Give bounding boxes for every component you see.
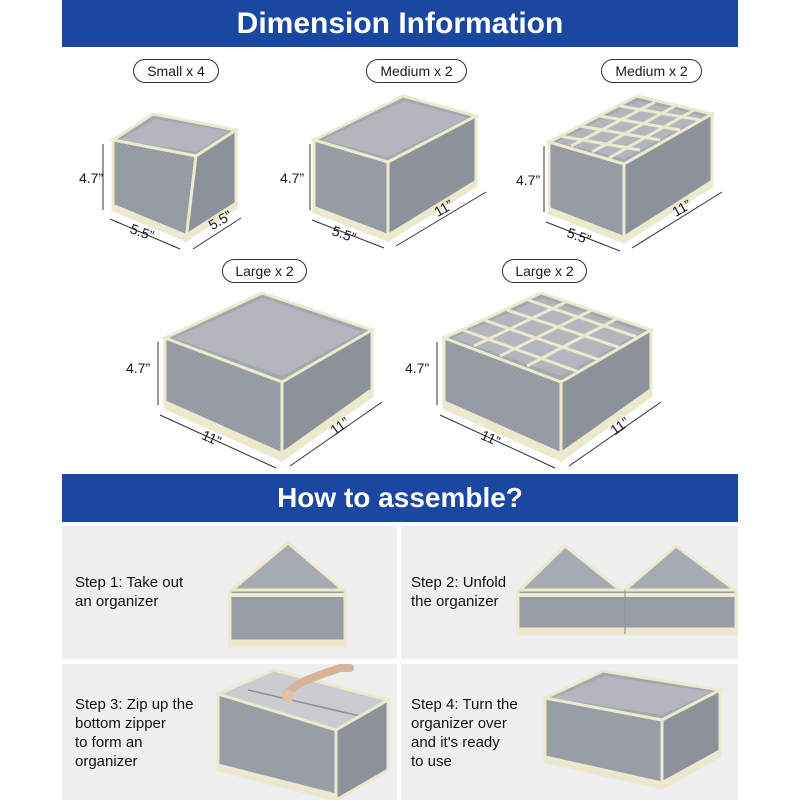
large-box-2-illustration (436, 291, 662, 469)
large-1-height-label: 4.7” (126, 360, 151, 376)
box-label-large-2: Large x 2 (502, 259, 587, 283)
step-2-text: Step 2: Unfold the organizer (411, 574, 507, 610)
small-box-illustration (102, 112, 242, 250)
large-box-1-illustration (157, 291, 383, 469)
box-label-medium-2: Medium x 2 (601, 59, 702, 83)
large-2-height-label: 4.7” (405, 360, 430, 376)
medium-box-1-illustration (309, 94, 487, 249)
step-1-text: Step 1: Take out an organizer (75, 574, 184, 610)
box-label-medium-1: Medium x 2 (366, 59, 467, 83)
step-3-illustration (213, 664, 392, 800)
small-height-label: 4.7” (79, 170, 104, 186)
dimension-banner: Dimension Information (62, 0, 738, 47)
step-4-illustration (540, 669, 725, 791)
assemble-title: How to assemble? (277, 482, 523, 513)
medium-1-height-label: 4.7” (280, 170, 305, 186)
dimension-title: Dimension Information (236, 6, 564, 40)
step-1-illustration (227, 541, 348, 648)
medium-box-2-illustration (543, 94, 723, 252)
medium-2-height-label: 4.7” (516, 172, 541, 188)
step-4-text: Step 4: Turn the organizer over and it's… (411, 696, 518, 770)
box-label-small: Small x 4 (133, 59, 219, 83)
assemble-banner: How to assemble? (62, 474, 738, 522)
step-3-text: Step 3: Zip up the bottom zipper to form… (75, 696, 194, 770)
box-label-large-1: Large x 2 (222, 259, 307, 283)
step-2-illustration (516, 543, 740, 636)
